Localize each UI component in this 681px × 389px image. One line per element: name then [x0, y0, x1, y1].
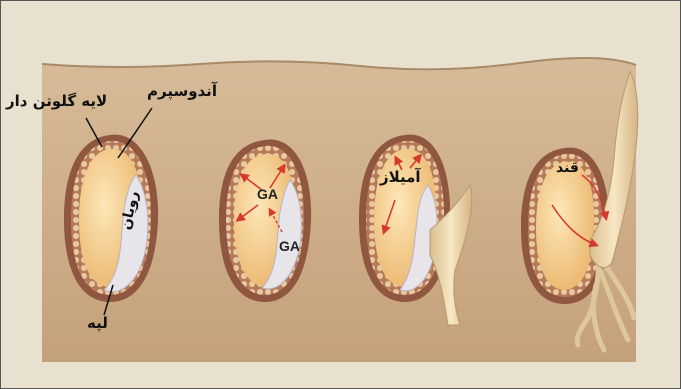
seed-1: [64, 135, 158, 302]
label-cotyledon: لپه: [87, 314, 108, 332]
label-sugar: قند: [556, 160, 579, 176]
label-gluten-layer: لایه گلوتن دار: [6, 92, 107, 110]
label-ga-bottom: GA: [279, 238, 300, 254]
label-amylase: آمیلاز: [380, 168, 421, 186]
label-ga-top: GA: [257, 186, 278, 202]
label-endosperm: آندوسپرم: [147, 82, 217, 100]
seed-2: [219, 140, 311, 302]
